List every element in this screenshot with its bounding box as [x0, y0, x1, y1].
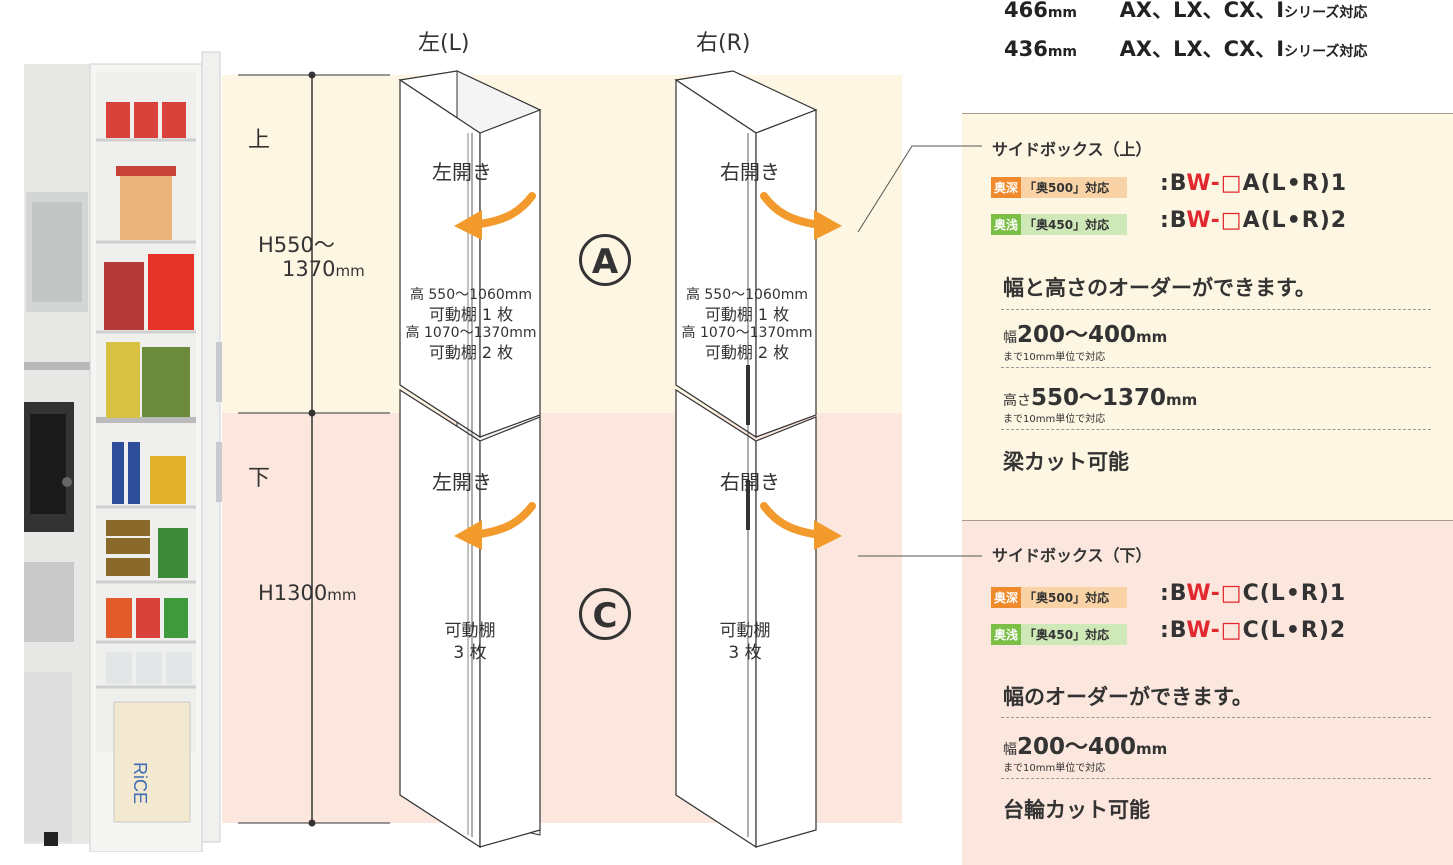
rice-box-label: RiCE	[130, 762, 150, 804]
divider	[1001, 778, 1431, 779]
right-lower-arrow-icon	[760, 502, 842, 550]
right-cabinet-drawing	[674, 70, 818, 849]
side-box-lower-code-1: :BW-□C(L•R)1	[1160, 581, 1347, 606]
right-upper-arrow-icon	[760, 192, 842, 240]
left-lower-arrow-icon	[454, 502, 536, 550]
marker-a: A	[579, 234, 631, 286]
series-line-466: 466mm AX、LX、CX、Iシリーズ対応	[1004, 0, 1368, 22]
divider	[1001, 717, 1431, 718]
side-box-lower-heading: 幅のオーダーができます。	[1003, 685, 1253, 709]
leader-lines	[857, 145, 982, 557]
side-box-lower-width: 幅200〜400mm	[1003, 734, 1168, 760]
side-box-upper-deep-tag: 奥深「奥500」対応	[991, 177, 1128, 198]
side-box-lower-code-2: :BW-□C(L•R)2	[1160, 618, 1347, 643]
column-label-left: 左(L)	[418, 31, 470, 56]
right-upper-open-label: 右開き	[720, 160, 780, 184]
side-box-lower-feature: 台輪カット可能	[1003, 798, 1150, 822]
side-box-upper-code-2: :BW-□A(L•R)2	[1160, 208, 1348, 233]
side-box-lower-deep-tag: 奥深「奥500」対応	[991, 587, 1128, 608]
section-label-upper: 上	[248, 128, 271, 153]
side-box-upper-width-note: まで10mm単位で対応	[1003, 352, 1106, 363]
left-lower-open-label: 左開き	[432, 470, 492, 494]
left-upper-spec: 高 550〜1060mm 可動棚 1 枚 高 1070〜1370mm 可動棚 2…	[405, 287, 537, 362]
side-box-upper-feature: 梁カット可能	[1003, 450, 1129, 474]
left-upper-arrow-icon	[454, 192, 536, 240]
dimension-lower: H1300mm	[258, 581, 357, 605]
left-upper-open-label: 左開き	[432, 160, 492, 184]
divider	[1001, 429, 1431, 430]
marker-c: C	[579, 588, 631, 640]
side-box-lower-panel	[962, 520, 1453, 865]
side-box-upper-width: 幅200〜400mm	[1003, 322, 1168, 348]
right-lower-open-label: 右開き	[720, 470, 780, 494]
side-box-lower-title: サイドボックス（下）	[992, 546, 1152, 565]
side-box-upper-heading: 幅と高さのオーダーができます。	[1003, 276, 1316, 300]
side-box-upper-shallow-tag: 奥浅「奥450」対応	[991, 214, 1128, 235]
dimension-upper: H550〜 1370mm	[258, 233, 365, 281]
divider	[1001, 367, 1431, 368]
side-box-upper-height: 高さ550〜1370mm	[1003, 385, 1198, 411]
section-label-lower: 下	[248, 466, 271, 491]
product-photo: RiCE	[24, 42, 222, 852]
left-cabinet-drawing	[398, 70, 542, 849]
side-box-upper-code-1: :BW-□A(L•R)1	[1160, 171, 1348, 196]
side-box-lower-shallow-tag: 奥浅「奥450」対応	[991, 624, 1128, 645]
series-line-436: 436mm AX、LX、CX、Iシリーズ対応	[1004, 37, 1368, 61]
column-label-right: 右(R)	[696, 31, 751, 56]
right-upper-spec: 高 550〜1060mm 可動棚 1 枚 高 1070〜1370mm 可動棚 2…	[681, 287, 813, 362]
divider	[1001, 309, 1431, 310]
side-box-lower-width-note: まで10mm単位で対応	[1003, 763, 1106, 774]
dimension-lines	[238, 71, 390, 827]
side-box-upper-title: サイドボックス（上）	[992, 140, 1152, 159]
side-box-upper-height-note: まで10mm単位で対応	[1003, 414, 1106, 425]
